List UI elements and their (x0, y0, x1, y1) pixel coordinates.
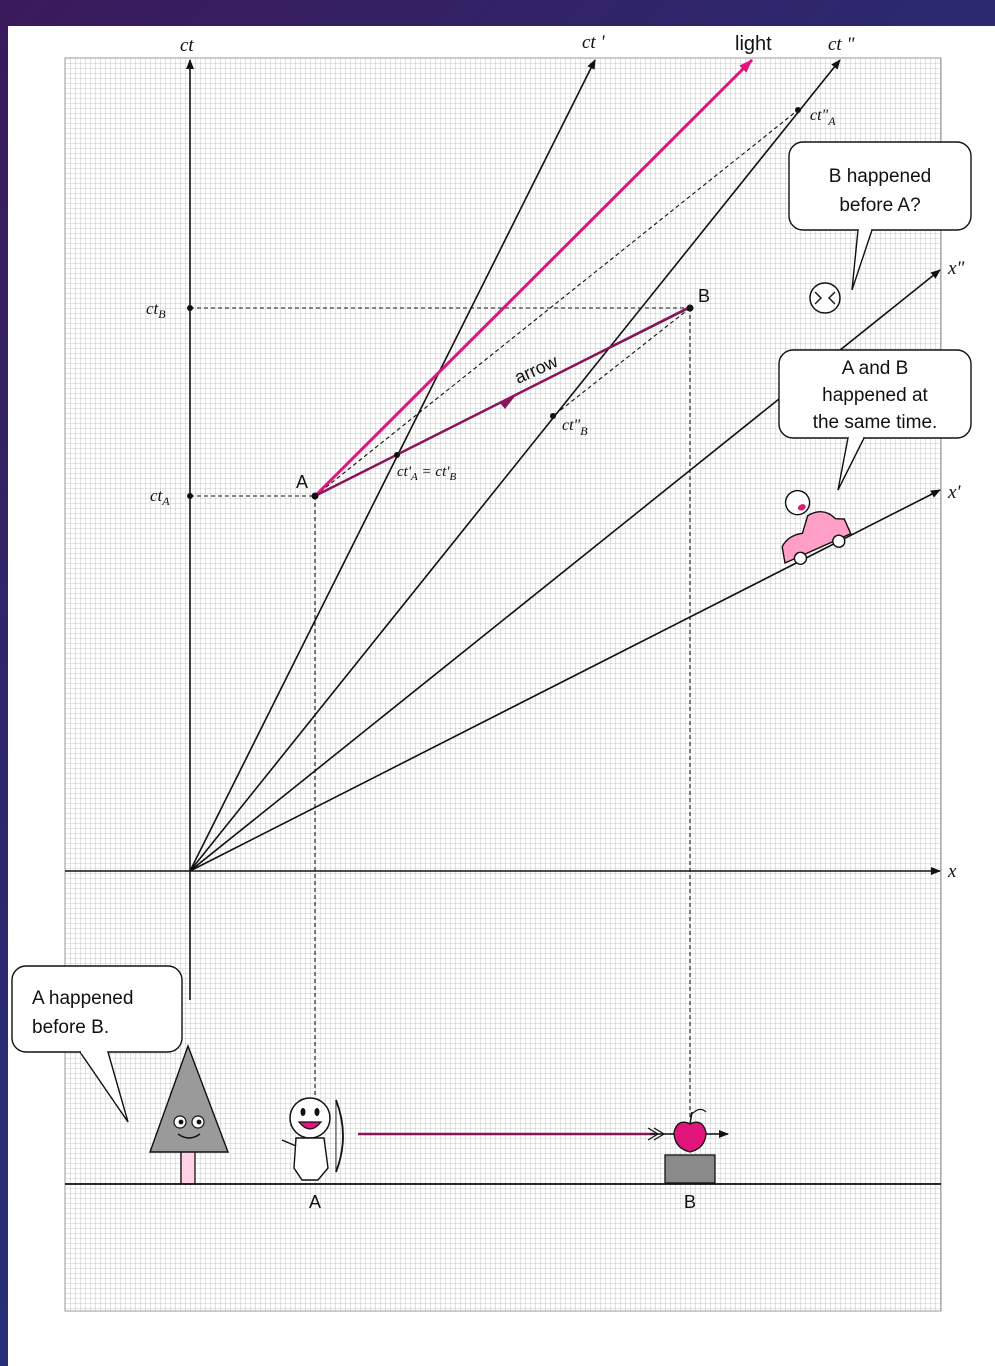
bubble-b-before-a: B happened before A? (788, 141, 972, 291)
ground-label-b: B (684, 1192, 696, 1212)
svg-text:before B.: before B. (32, 1017, 109, 1038)
ct-prime-axis (189, 59, 596, 872)
archer-icon (281, 1097, 344, 1181)
event-b-label: B (698, 286, 710, 306)
car-icon (781, 489, 852, 565)
event-b-dot (686, 304, 694, 312)
observer-face-icon (809, 282, 841, 314)
x-double-prime-axis-label: x" (947, 258, 965, 279)
svg-text:the same time.: the same time. (813, 412, 938, 433)
svg-text:B happened: B happened (829, 166, 932, 187)
ct-b-tick-label: ctB (146, 299, 166, 321)
light-ray (313, 58, 754, 498)
x-axis-label: x (947, 861, 957, 882)
svg-text:before A?: before A? (839, 195, 920, 216)
svg-text:happened at: happened at (822, 385, 928, 406)
event-a-dot (311, 492, 319, 500)
apple-target-icon (664, 1108, 716, 1184)
ct-axis-label: ct (180, 35, 194, 56)
ground-label-a: A (309, 1192, 321, 1212)
cta-tick (187, 493, 193, 499)
ctB-dd-dot (550, 413, 556, 419)
ct-double-prime-axis (189, 59, 841, 872)
x-prime-axis (189, 489, 941, 872)
ct-b-double-prime-label: ct"B (562, 417, 588, 438)
bubble-same-time: A and B happened at the same time. (778, 349, 972, 491)
svg-text:A and B: A and B (842, 358, 909, 379)
arrow-fletching-icon (647, 1127, 666, 1141)
arrow-worldline-head (500, 395, 516, 409)
light-label: light (735, 33, 772, 55)
ct-double-prime-axis-label: ct " (828, 34, 855, 55)
ct-a-double-prime-label: ct"A (810, 107, 836, 128)
svg-text:A happened: A happened (32, 988, 133, 1009)
event-a-label: A (296, 472, 308, 492)
ctA-dd-dot (795, 107, 801, 113)
x-prime-axis-label: x' (947, 482, 961, 503)
ct-a-tick-label: ctA (150, 486, 170, 508)
arrow-worldline (314, 306, 689, 498)
grid (64, 57, 942, 1312)
dashed-b-to-ctB-dd (552, 307, 691, 417)
ctA-p-dot (394, 452, 400, 458)
ct-prime-equality-label: ct'A = ct'B (397, 464, 456, 483)
dashed-a-to-ctA-dd (314, 109, 799, 497)
bubble-a-before-b: A happened before B. (11, 965, 183, 1123)
ctb-tick (187, 305, 193, 311)
tree-icon (149, 1043, 230, 1185)
ct-prime-axis-label: ct ' (582, 32, 605, 53)
